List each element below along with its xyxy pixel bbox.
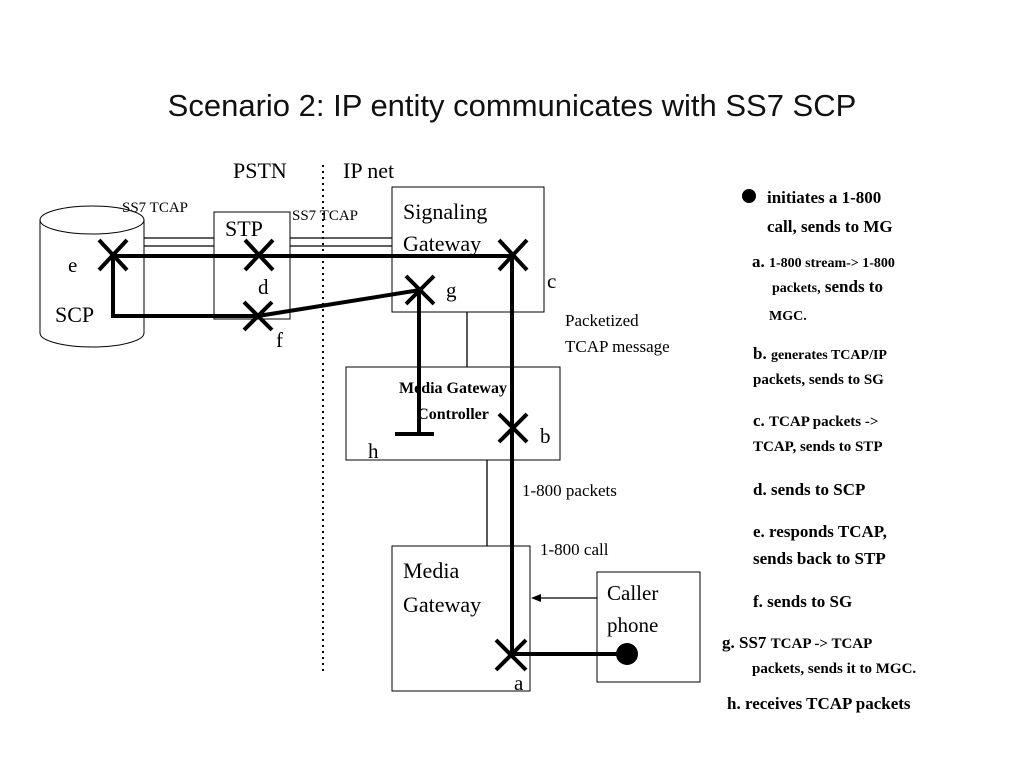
- call-1800-label: 1-800 call: [540, 540, 609, 559]
- stp-label: STP: [225, 216, 263, 241]
- point-d-label: d: [258, 275, 269, 299]
- mgc-label-2: Controller: [417, 406, 489, 423]
- point-a-label: a: [514, 671, 524, 695]
- step-e-line-1: e. responds TCAP,: [753, 522, 887, 541]
- ss7-links: [144, 237, 488, 546]
- step-bullet-line-1: initiates a 1-800: [767, 188, 881, 207]
- step-a-line-1: a. 1-800 stream-> 1-800: [752, 252, 895, 271]
- caller-phone-dot: [616, 643, 638, 665]
- point-h-label: h: [368, 439, 379, 463]
- caller-phone-label-2: phone: [607, 613, 658, 637]
- message-path: [111, 254, 627, 656]
- step-h: h. receives TCAP packets: [727, 694, 911, 713]
- step-c-line-2: TCAP, sends to STP: [753, 439, 882, 455]
- step-g-line-1: g. SS7 TCAP -> TCAP: [722, 633, 872, 652]
- step-e-line-2: sends back to STP: [753, 549, 886, 568]
- media-gateway-label-1: Media: [403, 558, 459, 583]
- caller-phone-label-1: Caller: [607, 581, 658, 605]
- scp-label: SCP: [55, 302, 94, 327]
- marker-b: [497, 412, 529, 444]
- marker-e: [97, 238, 129, 272]
- point-markers: [97, 238, 529, 672]
- signaling-gateway-label-1: Signaling: [403, 199, 487, 224]
- step-b-line-1: b. generates TCAP/IP: [753, 344, 887, 363]
- point-e-label: e: [68, 253, 77, 277]
- signaling-gateway-label-2: Gateway: [403, 231, 481, 256]
- marker-d: [243, 238, 275, 272]
- packetized-label-1: Packetized: [565, 311, 639, 330]
- caller-phone-box: [596, 571, 701, 683]
- step-c-line-1: c. TCAP packets ->: [753, 411, 878, 430]
- media-gateway-box: [391, 545, 531, 692]
- slide-title: Scenario 2: IP entity communicates with …: [167, 88, 857, 123]
- pstn-label: PSTN: [233, 158, 287, 183]
- marker-f: [242, 300, 274, 332]
- mgc-box: [345, 366, 561, 461]
- media-gateway-label-2: Gateway: [403, 592, 481, 617]
- step-b-line-2: packets, sends to SG: [753, 372, 884, 388]
- marker-a: [494, 638, 528, 672]
- ip-net-label: IP net: [343, 158, 394, 183]
- packetized-label-2: TCAP message: [565, 337, 670, 356]
- marker-g: [404, 274, 436, 306]
- point-b-label: b: [540, 424, 551, 448]
- marker-c: [497, 238, 529, 272]
- point-g-label: g: [446, 278, 457, 302]
- packets-1800-label: 1-800 packets: [522, 481, 617, 500]
- point-c-label: c: [547, 269, 556, 293]
- call-arrow: [531, 594, 597, 602]
- stp-box: [213, 211, 291, 320]
- step-g-line-2: packets, sends it to MGC.: [752, 661, 916, 677]
- step-a-line-3: MGC.: [769, 309, 807, 324]
- bullet-dot: [742, 189, 756, 203]
- step-list: initiates a 1-800 call, sends to MG a. 1…: [722, 188, 916, 713]
- step-a-line-2: packets, sends to: [772, 277, 883, 296]
- point-f-label: f: [276, 328, 283, 352]
- mgc-label-1: Media Gateway: [399, 380, 507, 397]
- signaling-gateway-box: [391, 186, 545, 313]
- step-f: f. sends to SG: [753, 592, 852, 611]
- step-bullet-line-2: call, sends to MG: [767, 217, 893, 236]
- stp-sg-link-label: SS7 TCAP: [292, 208, 358, 224]
- scp-stp-link-label: SS7 TCAP: [122, 200, 188, 216]
- step-d: d. sends to SCP: [753, 480, 865, 499]
